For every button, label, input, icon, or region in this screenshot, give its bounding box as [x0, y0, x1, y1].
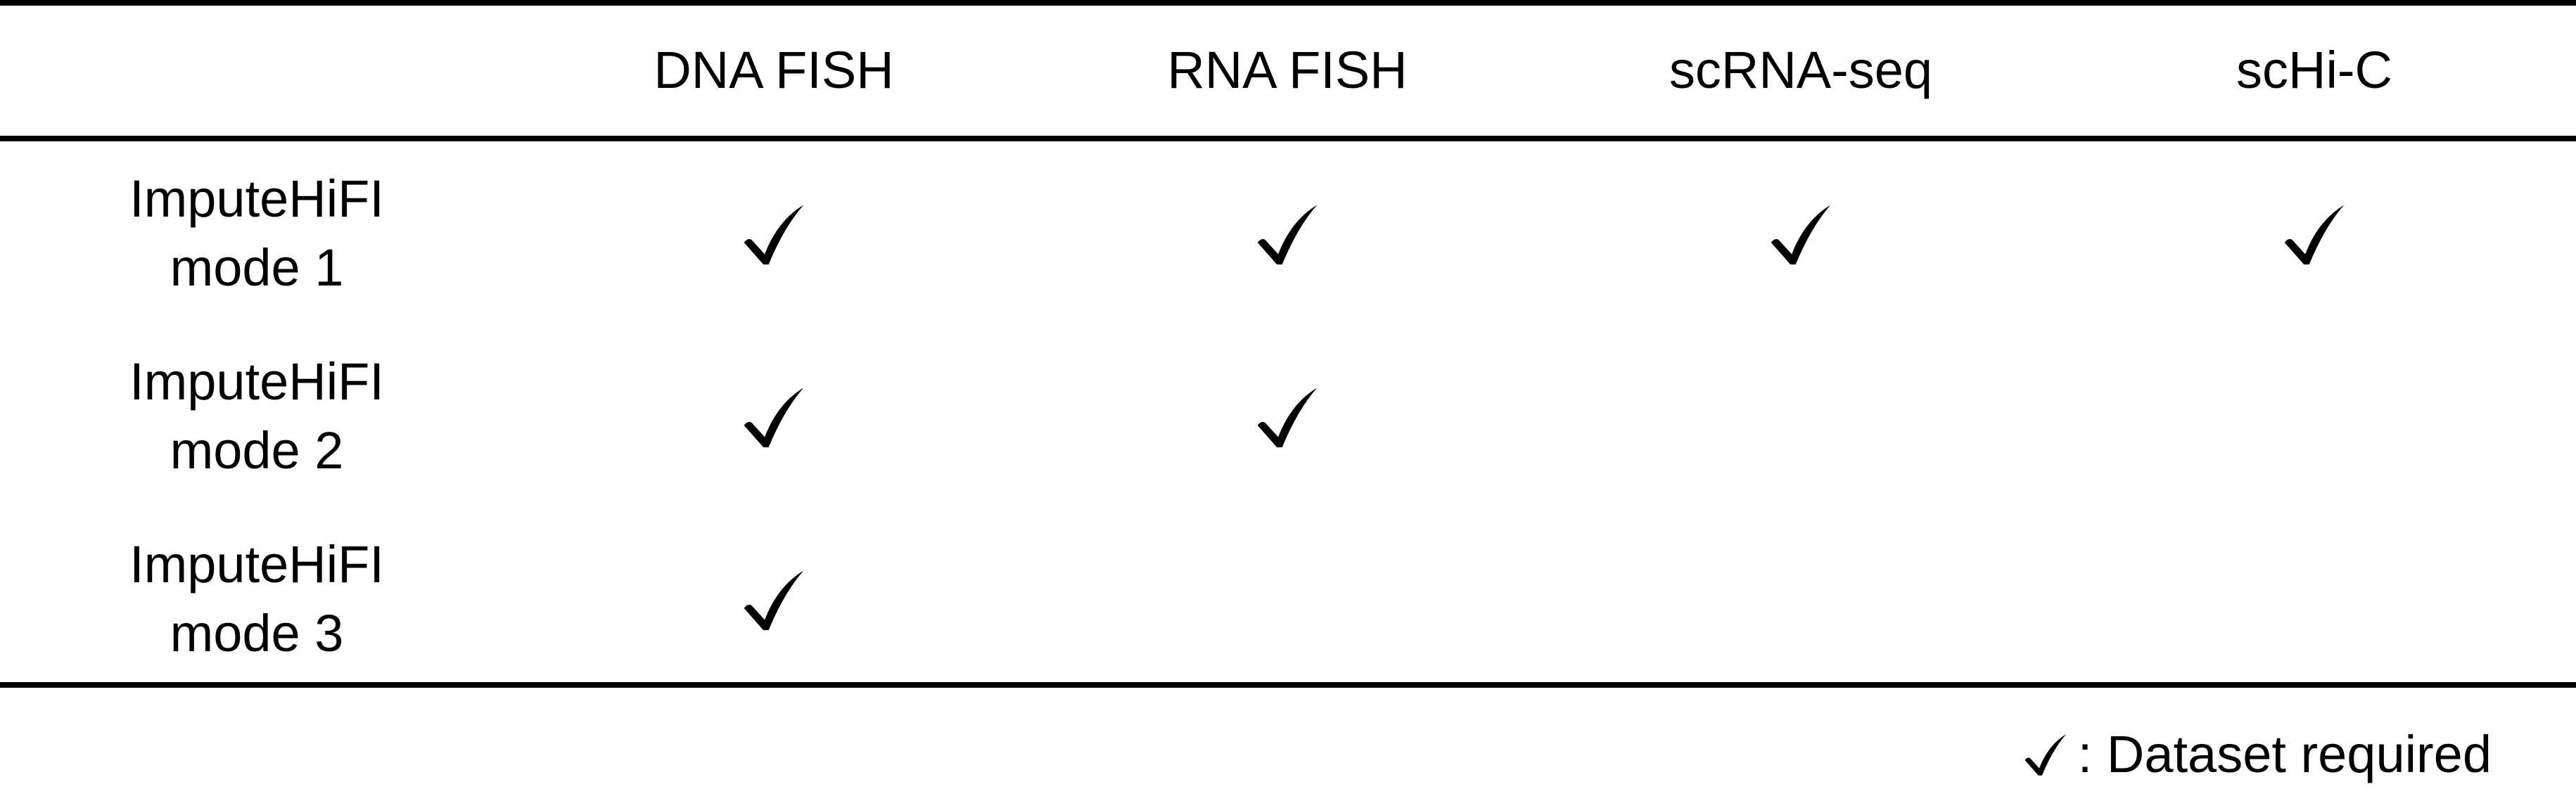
check-icon: [744, 205, 804, 265]
row-header-line1: ImputeHiFI: [129, 169, 384, 228]
row-header-mode-3: ImputeHiFI mode 3: [42, 529, 471, 669]
legend-text: : Dataset required: [2077, 724, 2492, 783]
row-header-line1: ImputeHiFI: [129, 535, 384, 594]
legend: : Dataset required: [2023, 719, 2492, 789]
check-cell-mode1-scrna-seq: [1727, 163, 1875, 304]
row-header-line2: mode 2: [170, 421, 344, 480]
check-icon: [1257, 387, 1318, 448]
bottom-rule: [0, 682, 2576, 688]
column-header-rna-fish: RNA FISH: [1167, 41, 1408, 99]
row-header-mode-1: ImputeHiFI mode 1: [42, 163, 471, 304]
check-icon: [2023, 729, 2068, 779]
check-cell-mode1-schi-c: [2240, 163, 2388, 304]
check-icon: [744, 387, 804, 448]
column-header-scrna-seq: scRNA-seq: [1669, 41, 1933, 99]
check-cell-mode2-dna-fish: [700, 346, 848, 487]
check-cell-mode2-scrna-seq: [1727, 346, 1875, 487]
check-cell-mode3-dna-fish: [700, 529, 848, 669]
check-cell-mode3-scrna-seq: [1727, 529, 1875, 669]
row-header-line2: mode 3: [170, 604, 344, 662]
check-icon: [1771, 205, 1831, 265]
top-rule: [0, 0, 2576, 6]
column-header-dna-fish: DNA FISH: [653, 41, 894, 99]
header-rule: [0, 136, 2576, 141]
check-icon: [1257, 205, 1318, 265]
row-header-line1: ImputeHiFI: [129, 352, 384, 411]
check-cell-mode2-schi-c: [2240, 346, 2388, 487]
check-cell-mode3-rna-fish: [1213, 529, 1361, 669]
check-cell-mode3-schi-c: [2240, 529, 2388, 669]
row-header-line2: mode 1: [170, 238, 344, 297]
column-header-schi-c: scHi-C: [2236, 41, 2392, 99]
row-header-mode-2: ImputeHiFI mode 2: [42, 346, 471, 487]
check-cell-mode1-rna-fish: [1213, 163, 1361, 304]
check-icon: [2284, 205, 2345, 265]
check-cell-mode2-rna-fish: [1213, 346, 1361, 487]
check-icon: [744, 570, 804, 631]
check-cell-mode1-dna-fish: [700, 163, 848, 304]
